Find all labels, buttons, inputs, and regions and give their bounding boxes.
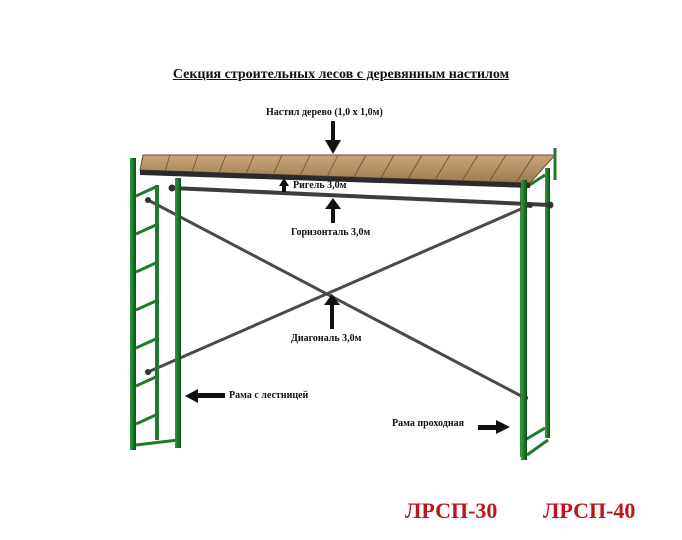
label-horizontal: Горизонталь 3,0м: [291, 227, 371, 238]
arrow-up-icon: [279, 178, 289, 192]
rigel-bar: [168, 184, 554, 209]
label-pass-frame: Рама проходная: [392, 418, 464, 429]
label-rigel: Ригель 3,0м: [293, 180, 347, 191]
label-ladder-frame: Рама с лестницей: [229, 390, 309, 401]
label-deck: Настил дерево (1,0 х 1,0м): [266, 107, 383, 118]
arrow-up-icon: [324, 294, 340, 329]
arrow-icons: [185, 121, 510, 434]
pass-frame: [521, 180, 549, 460]
arrow-down-icon: [325, 121, 341, 154]
wooden-deck: [139, 154, 557, 188]
arrow-up-icon: [325, 198, 341, 223]
arrow-left-icon: [185, 389, 225, 403]
page-title: Секция строительных лесов с деревянным н…: [172, 67, 510, 82]
model-label-40: ЛРСП-40: [543, 498, 636, 523]
arrow-right-icon: [478, 420, 510, 434]
model-label-30: ЛРСП-30: [405, 498, 498, 523]
ladder-frame: [130, 158, 181, 450]
label-diagonal: Диагональ 3,0м: [291, 333, 362, 344]
